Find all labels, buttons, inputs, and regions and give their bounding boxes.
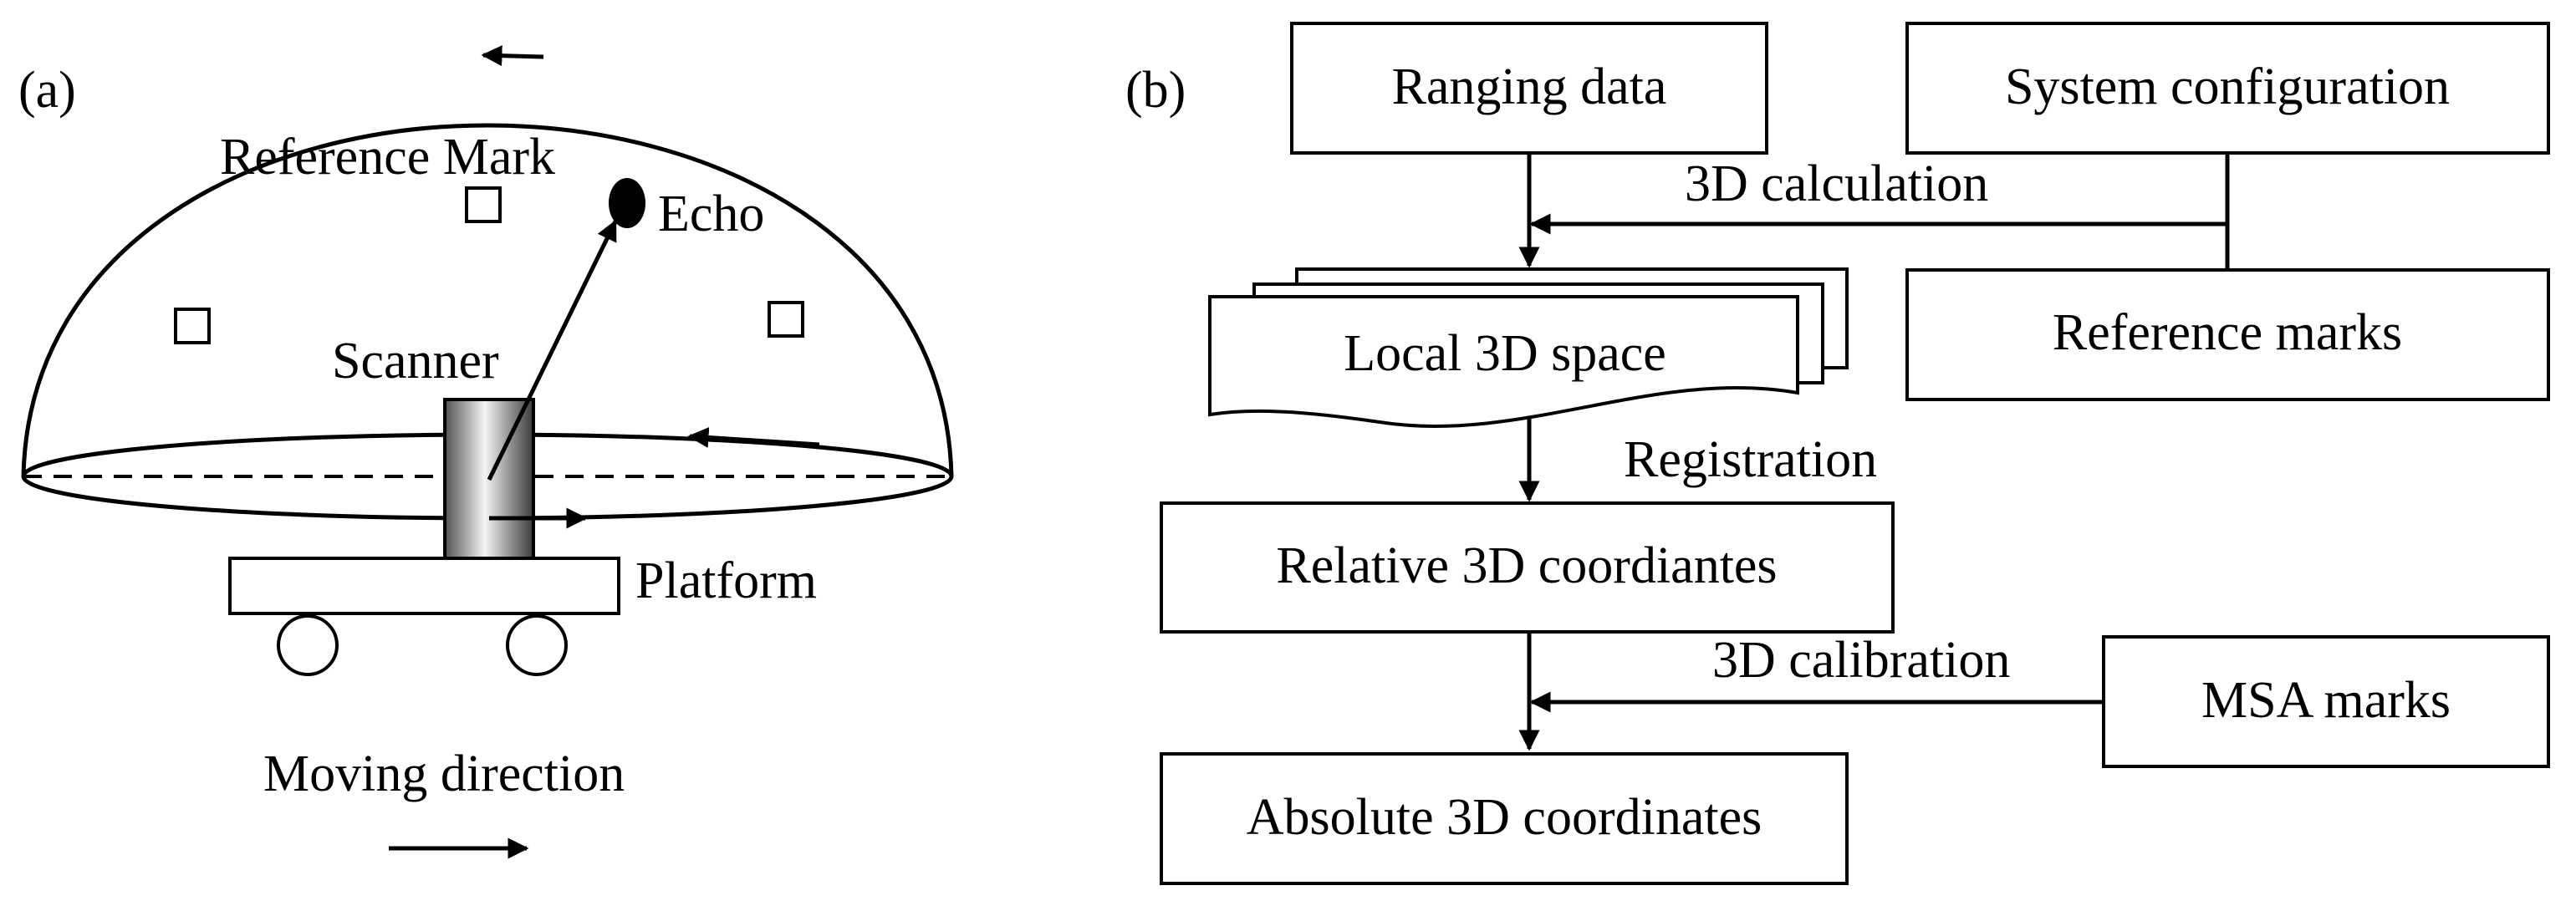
reference-mark-square <box>768 301 804 338</box>
dome-rotation-arrow <box>481 45 544 67</box>
moving-direction-label: Moving direction <box>263 746 625 802</box>
echo-label: Echo <box>658 186 764 242</box>
registration-label: Registration <box>1624 431 1877 488</box>
ranging-data-label: Ranging data <box>1392 59 1667 115</box>
relative-3d-box <box>1160 501 1895 634</box>
wheel <box>277 614 339 676</box>
reference-mark-square <box>465 186 502 223</box>
absolute-3d-box <box>1160 752 1849 885</box>
local-3d-space-shape <box>1208 295 1799 429</box>
panel-a: (a) Reference Mark Echo Scanner Pla <box>18 45 954 859</box>
beam-arrow <box>487 219 618 481</box>
absolute-3d-label: Absolute 3D coordinates <box>1247 789 1762 846</box>
echo-point <box>609 178 645 228</box>
dome-outline <box>21 123 954 477</box>
msa-marks-box <box>2102 635 2550 768</box>
local-3d-space-label: Local 3D space <box>1344 325 1666 382</box>
wheel <box>506 614 568 676</box>
calibration-3d-label: 3D calibration <box>1712 632 2010 689</box>
reference-mark-label: Reference Mark <box>220 129 555 186</box>
scanner-label: Scanner <box>332 333 499 389</box>
platform-label: Platform <box>635 552 817 609</box>
calc-3d-label: 3D calculation <box>1685 155 1988 212</box>
panel-b-label: (b) <box>1125 62 1186 119</box>
msa-marks-label: MSA marks <box>2201 672 2451 729</box>
reference-marks-label: Reference marks <box>2053 304 2402 361</box>
ellipse-rotation-arrow <box>687 426 820 448</box>
system-configuration-box <box>1905 22 2550 155</box>
panel-b: (b) Ranging data System configuration Re… <box>1125 22 2550 885</box>
panel-a-label: (a) <box>18 62 76 119</box>
platform <box>228 557 620 615</box>
ranging-data-box <box>1290 22 1768 155</box>
system-configuration-label: System configuration <box>2005 59 2450 115</box>
reference-mark-square <box>174 308 211 344</box>
relative-3d-label: Relative 3D coordiantes <box>1276 537 1777 594</box>
